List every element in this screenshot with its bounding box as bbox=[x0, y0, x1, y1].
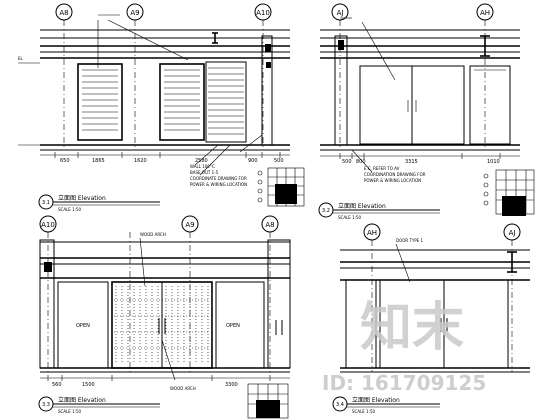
outlet-grid-3-1 bbox=[257, 167, 305, 207]
dimension-text: 2580 bbox=[195, 158, 208, 164]
elevation-panel-3-2 bbox=[318, 17, 535, 218]
grid-tag-a8: A8 bbox=[261, 215, 279, 233]
view-scale: SCALE 1:50 bbox=[58, 409, 82, 414]
svg-text:A10: A10 bbox=[41, 221, 55, 229]
view-title: 立面图 Elevation bbox=[58, 396, 106, 404]
elevation-panel-3-4 bbox=[332, 240, 530, 412]
grid-tag-a10: A10 bbox=[254, 3, 272, 21]
annotation-note: WOOD ARCH bbox=[170, 386, 196, 391]
opening-label: OPEN bbox=[76, 323, 90, 329]
view-number: 3.4 bbox=[336, 402, 344, 408]
svg-text:AH: AH bbox=[367, 229, 377, 237]
svg-text:AJ: AJ bbox=[337, 9, 344, 17]
view-scale: SCALE 1:50 bbox=[352, 409, 376, 414]
dimension-text: 650 bbox=[60, 158, 70, 164]
annotation-note: WALL 100°C bbox=[190, 164, 215, 169]
annotation-note: DOOR TYPE 1 bbox=[396, 238, 424, 243]
grid-tag-a8: A8 bbox=[55, 3, 73, 21]
grid-tag-ah: AH bbox=[363, 223, 381, 241]
grid-tag-a9: A9 bbox=[181, 215, 199, 233]
dimension-text: 800 bbox=[356, 159, 366, 165]
annotation-note: COORDINATION DRAWING FOR bbox=[364, 172, 426, 177]
opening-label: OPEN bbox=[226, 323, 240, 329]
elevation-panel-3-1 bbox=[18, 14, 305, 210]
dimension-text: 1865 bbox=[92, 158, 105, 164]
watermark-id: ID: 161709125 bbox=[322, 371, 486, 395]
grid-tag-aj: AJ bbox=[331, 3, 349, 21]
view-scale: SCALE 1:50 bbox=[338, 215, 362, 220]
annotation-note: POWER & WIRING LOCATION bbox=[364, 178, 421, 183]
view-title: 立面图 Elevation bbox=[338, 202, 386, 210]
dimension-text: 500 bbox=[274, 158, 284, 164]
annotation-note: BASE OUT 1-5 bbox=[190, 170, 219, 175]
dimension-text: 560 bbox=[52, 382, 62, 388]
grid-tag-ah: AH bbox=[476, 3, 494, 21]
dimension-text: 1010 bbox=[487, 159, 500, 165]
dimension-text: 3315 bbox=[405, 159, 418, 165]
dimension-text: 3300 bbox=[225, 382, 238, 388]
outlet-grid-3-2 bbox=[483, 169, 535, 216]
dimension-text: 900 bbox=[248, 158, 258, 164]
svg-text:A8: A8 bbox=[59, 9, 68, 17]
view-title: 立面图 Elevation bbox=[58, 194, 106, 202]
annotation-note: WOOD ARCH bbox=[140, 232, 166, 237]
view-scale: SCALE 1:50 bbox=[58, 207, 82, 212]
view-number: 3.3 bbox=[42, 402, 50, 408]
svg-text:A10: A10 bbox=[256, 9, 270, 17]
view-title: 立面图 Elevation bbox=[352, 396, 400, 404]
annotation-note: COORDINATE DRAWING FOR bbox=[190, 176, 247, 181]
svg-text:AH: AH bbox=[480, 9, 490, 17]
svg-text:AJ: AJ bbox=[509, 229, 516, 237]
elevation-panel-3-3 bbox=[38, 232, 291, 419]
watermark-logo: 知末 bbox=[360, 298, 464, 358]
dimension-text: 500 bbox=[342, 159, 352, 165]
level-label: EL bbox=[18, 56, 24, 61]
annotation-note: POWER & WIRING LOCATION bbox=[190, 182, 247, 187]
view-number: 3.2 bbox=[322, 208, 330, 214]
view-number: 3.1 bbox=[42, 200, 50, 206]
dimension-text: 1620 bbox=[134, 158, 147, 164]
svg-text:A9: A9 bbox=[130, 9, 139, 17]
annotation-note: E.C. REFER TO AV bbox=[364, 166, 400, 171]
svg-text:A8: A8 bbox=[265, 221, 274, 229]
outlet-grid-3-3 bbox=[247, 383, 289, 419]
grid-tag-a9: A9 bbox=[126, 3, 144, 21]
grid-tag-a10: A10 bbox=[39, 215, 57, 233]
grid-tag-aj: AJ bbox=[503, 223, 521, 241]
svg-text:A9: A9 bbox=[185, 221, 194, 229]
dimension-text: 1500 bbox=[82, 382, 95, 388]
